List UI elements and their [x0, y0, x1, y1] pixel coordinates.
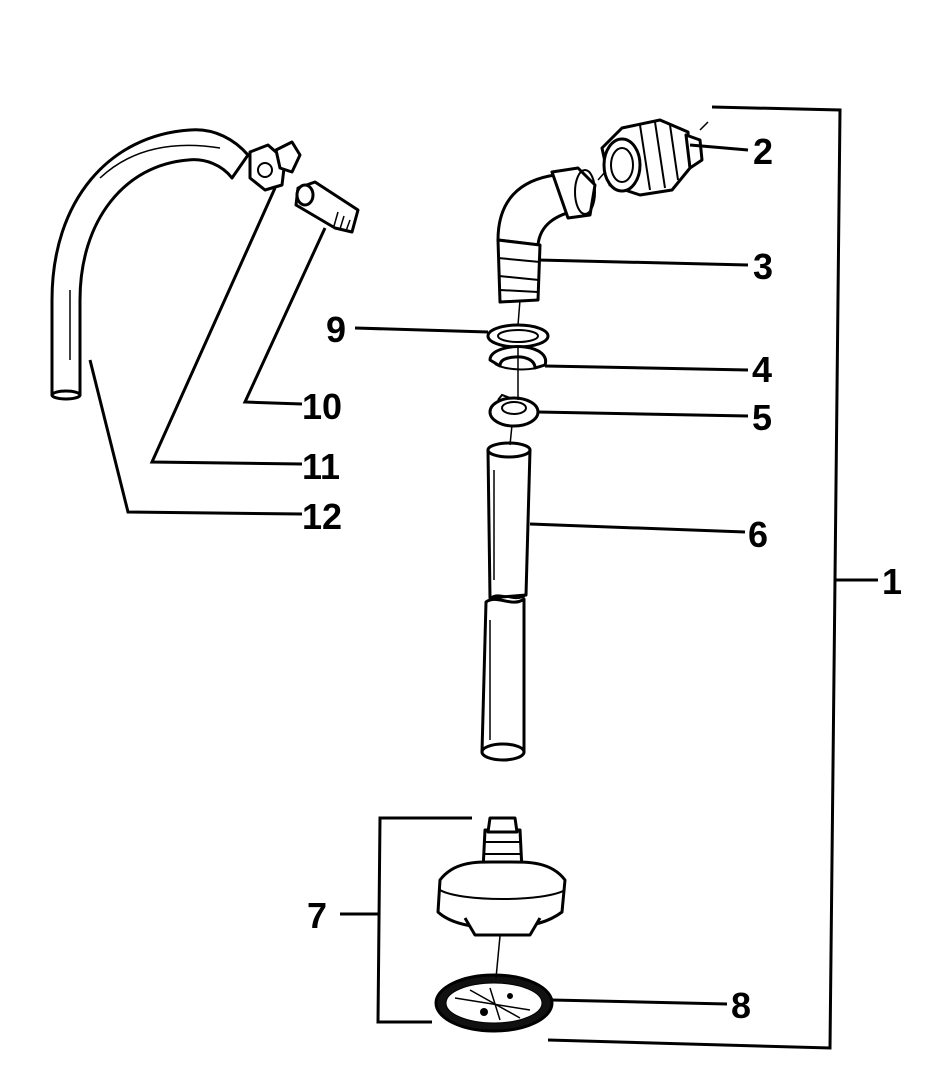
- bracket-7: [340, 816, 472, 1024]
- part-5-collar: [488, 393, 540, 428]
- part-2-threaded-nut: [600, 118, 709, 197]
- leader-lines: [88, 143, 749, 1006]
- callout-7: 7: [307, 895, 327, 936]
- part-9-ring: [486, 323, 550, 349]
- callout-9: 9: [326, 309, 346, 350]
- callout-1: 1: [882, 561, 902, 602]
- callout-6: 6: [748, 514, 768, 555]
- part-6-tube: [480, 441, 532, 762]
- part-10-threaded-nipple: [294, 180, 360, 234]
- callout-2: 2: [753, 131, 773, 172]
- part-7-filter-body: [436, 816, 567, 937]
- callout-8: 8: [731, 985, 751, 1026]
- part-11-clamp: [248, 140, 302, 192]
- callout-4: 4: [752, 349, 772, 390]
- part-8-filter-screen: [434, 973, 554, 1033]
- bracket-1: [547, 105, 878, 1050]
- callout-labels: 1 2 3 4 5 6 7 8 9 10 11 12: [302, 131, 902, 1026]
- callout-10: 10: [302, 386, 342, 427]
- callout-3: 3: [753, 246, 773, 287]
- callout-12: 12: [302, 496, 342, 537]
- part-3-elbow: [496, 166, 597, 304]
- callout-11: 11: [302, 446, 340, 487]
- callout-5: 5: [752, 397, 772, 438]
- part-12-curved-hose: [50, 128, 250, 401]
- axis-guides: [495, 171, 606, 979]
